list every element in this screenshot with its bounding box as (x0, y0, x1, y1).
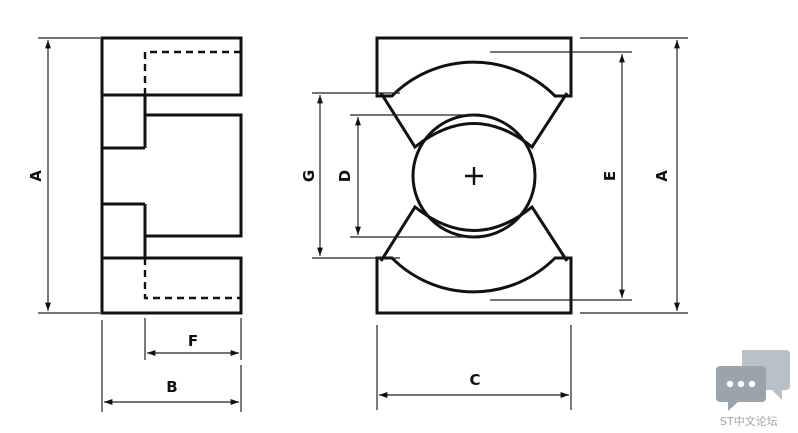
dim-label-g: G (300, 170, 318, 182)
dim-label-f: F (188, 332, 198, 350)
hidden-line-top (143, 50, 241, 95)
dim-label-b: B (166, 378, 177, 396)
chat-bubbles-icon (716, 350, 790, 411)
dim-label-e: E (601, 171, 619, 181)
dim-label-d: D (336, 170, 354, 182)
front-view-lower-wedge (379, 204, 569, 262)
hidden-line-bottom (143, 258, 241, 300)
front-view: G D E A C (300, 36, 688, 410)
dim-label-c: C (469, 371, 480, 389)
front-view-top-block (375, 36, 573, 98)
front-view-bottom-block (375, 256, 573, 315)
watermark-text: ST中文论坛 (720, 415, 778, 428)
side-view-outline (100, 36, 243, 315)
side-view: A F B (27, 36, 243, 412)
dim-label-a-front: A (653, 170, 671, 182)
front-view-upper-wedge (379, 92, 569, 150)
dim-label-a-side: A (27, 170, 45, 182)
